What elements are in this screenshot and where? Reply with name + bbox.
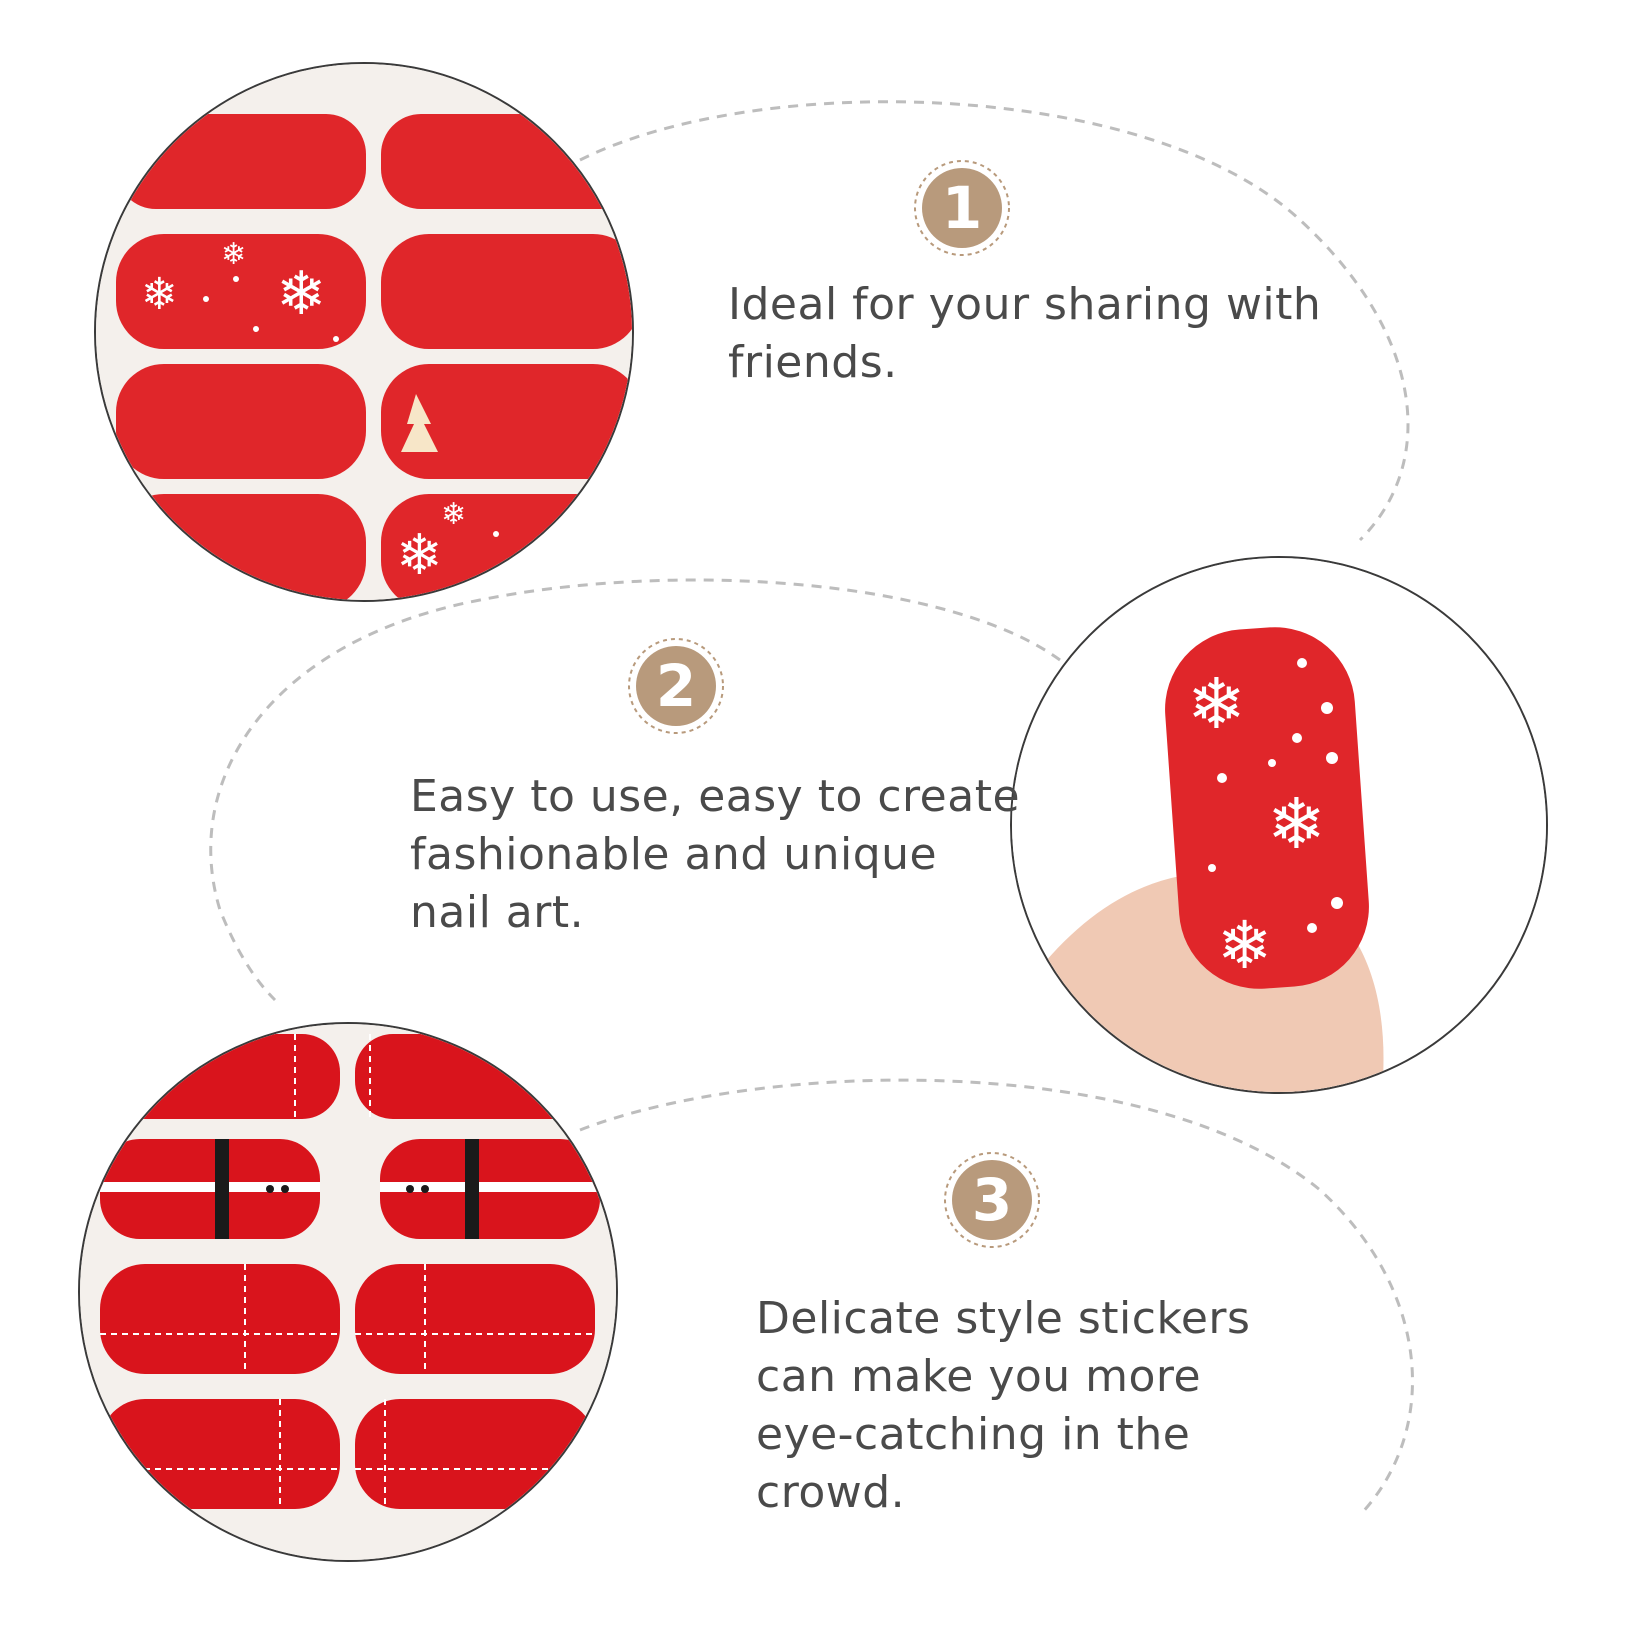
step-1-badge: 1 xyxy=(912,158,1012,258)
step-2-badge: 2 xyxy=(626,636,726,736)
santa-belt-nail-sheet-photo xyxy=(78,1022,618,1562)
feature-3-text: Delicate style stickers can make you mor… xyxy=(756,1293,1251,1518)
svg-text:❄: ❄ xyxy=(1267,783,1326,865)
step-3-number: 3 xyxy=(971,1166,1013,1234)
feature-2-text: Easy to use, easy to create fashionable … xyxy=(410,771,1021,938)
svg-text:❄: ❄ xyxy=(221,237,246,272)
svg-text:❄: ❄ xyxy=(1217,907,1272,984)
snowflake-nail-sheet-photo: ❄ ❄ ❄ ❄ ❄ xyxy=(94,62,634,602)
finger-with-nail-sticker-photo: ❄ ❄ ❄ xyxy=(1010,556,1548,1094)
svg-text:❄: ❄ xyxy=(276,259,326,329)
feature-1-text: Ideal for your sharing with friends. xyxy=(728,279,1322,388)
svg-text:❄: ❄ xyxy=(1187,663,1246,745)
step-3-badge: 3 xyxy=(942,1150,1042,1250)
step-1-number: 1 xyxy=(941,174,983,242)
svg-text:❄: ❄ xyxy=(396,523,443,588)
step-2-number: 2 xyxy=(655,652,697,720)
svg-text:❄: ❄ xyxy=(141,269,178,320)
svg-text:❄: ❄ xyxy=(441,497,466,532)
